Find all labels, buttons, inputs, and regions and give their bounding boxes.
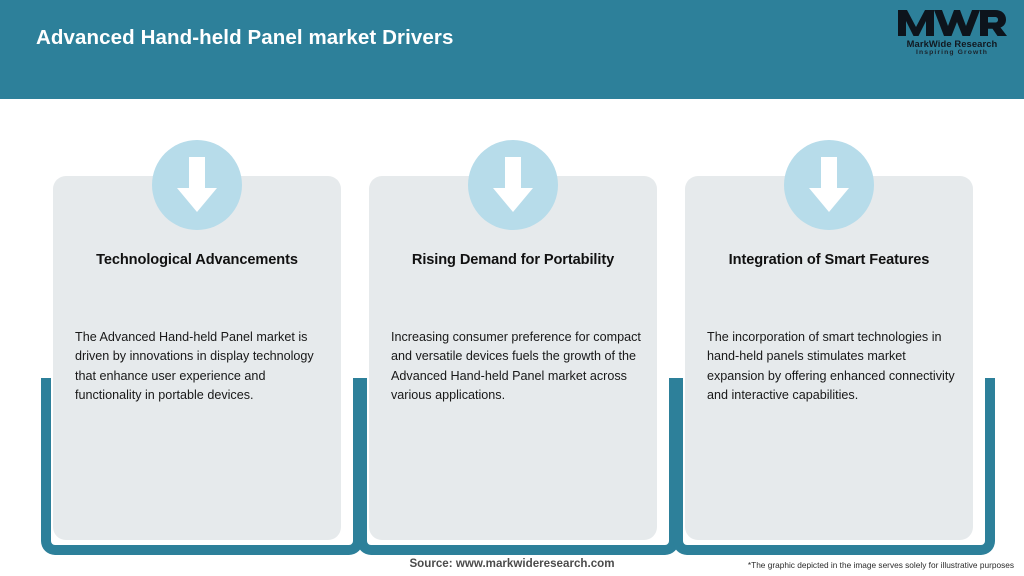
down-arrow-icon bbox=[784, 140, 874, 230]
card-body-text: The incorporation of smart technologies … bbox=[707, 330, 955, 403]
logo-company-name: MarkWide Research bbox=[906, 38, 998, 49]
disclaimer-note: *The graphic depicted in the image serve… bbox=[747, 560, 1014, 570]
down-arrow-glyph bbox=[493, 157, 533, 212]
logo-tagline: Inspiring Growth bbox=[916, 49, 988, 56]
mwr-logo-icon bbox=[898, 10, 1007, 36]
down-arrow-glyph bbox=[809, 157, 849, 212]
driver-card-1[interactable]: Technological Advancements The Advanced … bbox=[41, 140, 363, 555]
card-title: Rising Demand for Portability bbox=[411, 252, 615, 268]
card-panel bbox=[53, 176, 341, 540]
card-panel bbox=[369, 176, 657, 540]
card-body-text: The Advanced Hand-held Panel market is d… bbox=[75, 330, 314, 403]
card-body-text: Increasing consumer preference for compa… bbox=[391, 330, 641, 403]
card-panel bbox=[685, 176, 973, 540]
brand-logo: MarkWide Research Inspiring Growth bbox=[896, 8, 1008, 64]
driver-card-2[interactable]: Rising Demand for Portability Increasing… bbox=[357, 140, 679, 555]
driver-card-3[interactable]: Integration of Smart Features The incorp… bbox=[673, 140, 995, 555]
header-bar: Advanced Hand-held Panel market Drivers … bbox=[0, 0, 1024, 99]
down-arrow-icon bbox=[468, 140, 558, 230]
down-arrow-glyph bbox=[177, 157, 217, 212]
down-arrow-icon bbox=[152, 140, 242, 230]
card-title: Technological Advancements bbox=[96, 252, 298, 268]
card-title: Integration of Smart Features bbox=[728, 252, 930, 268]
card-frame-accent bbox=[673, 378, 995, 555]
page-title: Advanced Hand-held Panel market Drivers bbox=[36, 26, 454, 49]
source-label: Source: www.markwideresearch.com bbox=[409, 557, 615, 570]
